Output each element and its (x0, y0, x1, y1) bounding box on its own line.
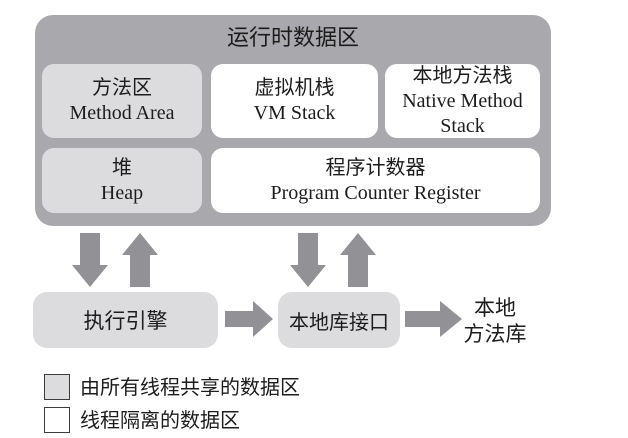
execution-engine-label: 执行引擎 (83, 309, 168, 333)
method-area-box: 方法区 Method Area (42, 64, 202, 138)
arrow-up-icon (122, 233, 158, 287)
legend-shared-swatch (44, 374, 70, 400)
arrow-right-icon (225, 301, 273, 337)
native-method-library-line2: 方法库 (463, 322, 527, 346)
execution-engine-box: 执行引擎 (33, 292, 218, 348)
native-method-library-line1: 本地 (474, 296, 516, 320)
native-library-interface-box: 本地库接口 (278, 292, 400, 348)
program-counter-box: 程序计数器 Program Counter Register (211, 148, 540, 213)
heap-label-zh: 堆 (112, 156, 132, 179)
legend-isolated-label: 线程隔离的数据区 (80, 410, 240, 432)
heap-label-en: Heap (100, 181, 144, 204)
legend-isolated-swatch (44, 407, 70, 433)
native-library-interface-label: 本地库接口 (289, 311, 389, 334)
native-method-stack-label-zh: 本地方法栈 (412, 64, 513, 87)
vm-stack-box: 虚拟机栈 VM Stack (211, 64, 378, 138)
method-area-label-en: Method Area (69, 102, 175, 124)
program-counter-label-en: Program Counter Register (270, 181, 481, 204)
vm-stack-label-zh: 虚拟机栈 (254, 77, 335, 99)
legend-shared-label: 由所有线程共享的数据区 (80, 377, 300, 399)
method-area-label-zh: 方法区 (92, 77, 152, 99)
native-method-stack-box: 本地方法栈 Native Method Stack (385, 64, 540, 138)
native-method-stack-label-en: Native Method Stack (402, 89, 523, 137)
runtime-data-area-container: 运行时数据区 方法区 Method Area 虚拟机栈 VM Stack 本地方… (35, 15, 551, 226)
heap-box: 堆 Heap (42, 148, 202, 213)
program-counter-label-zh: 程序计数器 (325, 156, 426, 179)
arrow-right-icon (405, 301, 462, 337)
vm-stack-label-en: VM Stack (253, 102, 336, 124)
arrow-down-icon (290, 233, 326, 287)
arrow-down-icon (72, 233, 108, 287)
runtime-data-area-title: 运行时数据区 (226, 25, 359, 50)
native-method-library-label: 本地 方法库 (455, 293, 535, 349)
arrow-up-icon (340, 233, 376, 287)
